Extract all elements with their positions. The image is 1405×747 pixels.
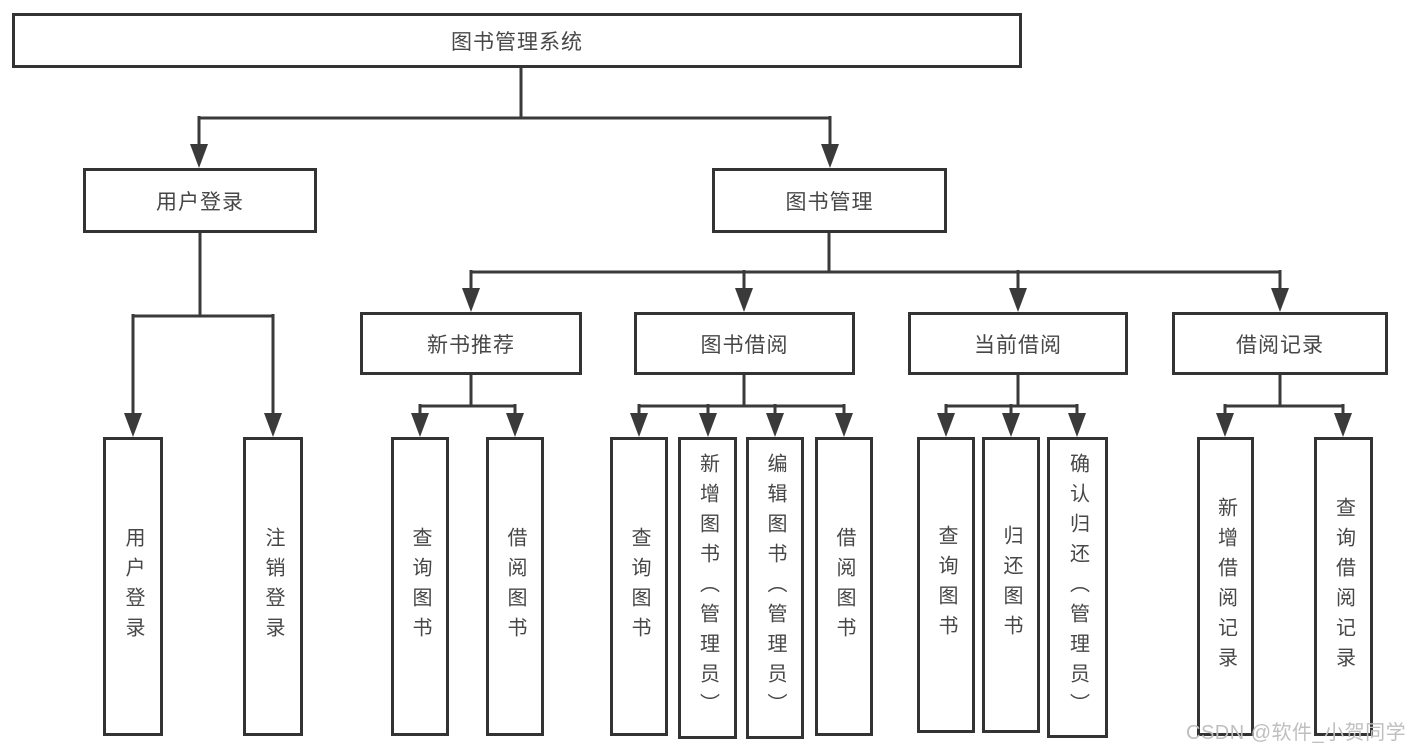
leaf-confirm-return-admin: 确认归还（管理员） — [1047, 437, 1108, 738]
node-current-borrowing: 当前借阅 — [908, 312, 1128, 375]
leaf-borrow-books-borrowing: 借阅图书 — [815, 437, 873, 736]
leaf-query-books-recommend: 查询图书 — [391, 437, 449, 736]
arrowhead-down-icon — [937, 413, 955, 437]
connector-borrowing-to-leaves — [637, 375, 846, 417]
arrowhead-down-icon — [766, 413, 784, 437]
leaf-label: 编辑图书（管理员） — [764, 453, 786, 723]
leaf-label: 确认归还（管理员） — [1066, 452, 1089, 723]
leaf-label: 借阅图书 — [833, 526, 855, 647]
arrowhead-down-icon — [264, 413, 282, 437]
arrowhead-down-icon — [411, 413, 429, 437]
leaf-label: 用户登录 — [122, 526, 144, 647]
leaf-borrow-books-recommend: 借阅图书 — [486, 437, 544, 736]
node-library-management-system: 图书管理系统 — [12, 13, 1022, 68]
arrowhead-down-icon — [124, 413, 142, 437]
leaf-query-borrow-record: 查询借阅记录 — [1314, 437, 1373, 736]
leaf-label: 借阅图书 — [504, 526, 526, 647]
arrowhead-down-icon — [835, 413, 853, 437]
node-label: 借阅记录 — [1236, 333, 1324, 357]
node-label: 用户登录 — [156, 190, 244, 214]
arrowheads — [124, 144, 1352, 437]
node-label: 图书借阅 — [700, 333, 789, 357]
leaf-label: 新增图书（管理员） — [696, 453, 719, 723]
arrowhead-down-icon — [1002, 413, 1020, 437]
leaf-user-login: 用户登录 — [103, 437, 163, 736]
node-book-management-branch: 图书管理 — [712, 168, 947, 233]
arrowhead-down-icon — [190, 144, 208, 168]
leaf-label: 查询图书 — [935, 525, 957, 645]
connector-recommend-to-leaves — [418, 375, 517, 417]
arrowhead-down-icon — [821, 144, 839, 168]
arrowhead-down-icon — [630, 413, 648, 437]
connector-bookmgmt-to-level3 — [469, 233, 1282, 292]
leaf-label: 查询图书 — [409, 526, 431, 647]
node-label: 当前借阅 — [974, 333, 1062, 357]
arrowhead-down-icon — [1216, 413, 1234, 437]
node-label: 图书管理 — [785, 190, 874, 214]
connector-userlogin-to-leaves — [131, 233, 275, 417]
node-label: 图书管理系统 — [451, 30, 583, 54]
connector-current-to-leaves — [944, 375, 1079, 417]
node-book-borrowing: 图书借阅 — [634, 312, 855, 375]
leaf-label: 新增借阅记录 — [1214, 496, 1237, 677]
arrowhead-down-icon — [1334, 413, 1352, 437]
connector-records-to-leaves — [1223, 375, 1345, 417]
leaf-edit-books-admin: 编辑图书（管理员） — [746, 437, 804, 739]
node-new-book-recommend: 新书推荐 — [360, 312, 582, 375]
arrowhead-down-icon — [1009, 288, 1027, 312]
connector-root-to-level2 — [197, 68, 832, 148]
arrowhead-down-icon — [462, 288, 480, 312]
leaf-add-borrow-record: 新增借阅记录 — [1197, 437, 1254, 736]
arrowhead-down-icon — [699, 413, 717, 437]
arrowhead-down-icon — [506, 413, 524, 437]
leaf-logout: 注销登录 — [243, 437, 303, 736]
arrowhead-down-icon — [735, 288, 753, 312]
csdn-watermark: CSDN @软件_小贺同学 — [1186, 722, 1405, 744]
leaf-return-books: 归还图书 — [982, 437, 1040, 733]
leaf-label: 查询图书 — [628, 526, 650, 647]
leaf-label: 归还图书 — [1000, 525, 1022, 645]
leaf-query-books-borrowing: 查询图书 — [610, 437, 668, 736]
leaf-label: 注销登录 — [262, 526, 284, 647]
arrowhead-down-icon — [1271, 288, 1289, 312]
node-user-login-branch: 用户登录 — [83, 168, 317, 233]
leaf-label: 查询借阅记录 — [1332, 496, 1355, 677]
node-label: 新书推荐 — [427, 333, 515, 357]
leaf-add-books-admin: 新增图书（管理员） — [678, 437, 737, 739]
arrowhead-down-icon — [1068, 413, 1086, 437]
leaf-query-books-current: 查询图书 — [917, 437, 975, 733]
node-borrowing-records: 借阅记录 — [1172, 312, 1388, 375]
